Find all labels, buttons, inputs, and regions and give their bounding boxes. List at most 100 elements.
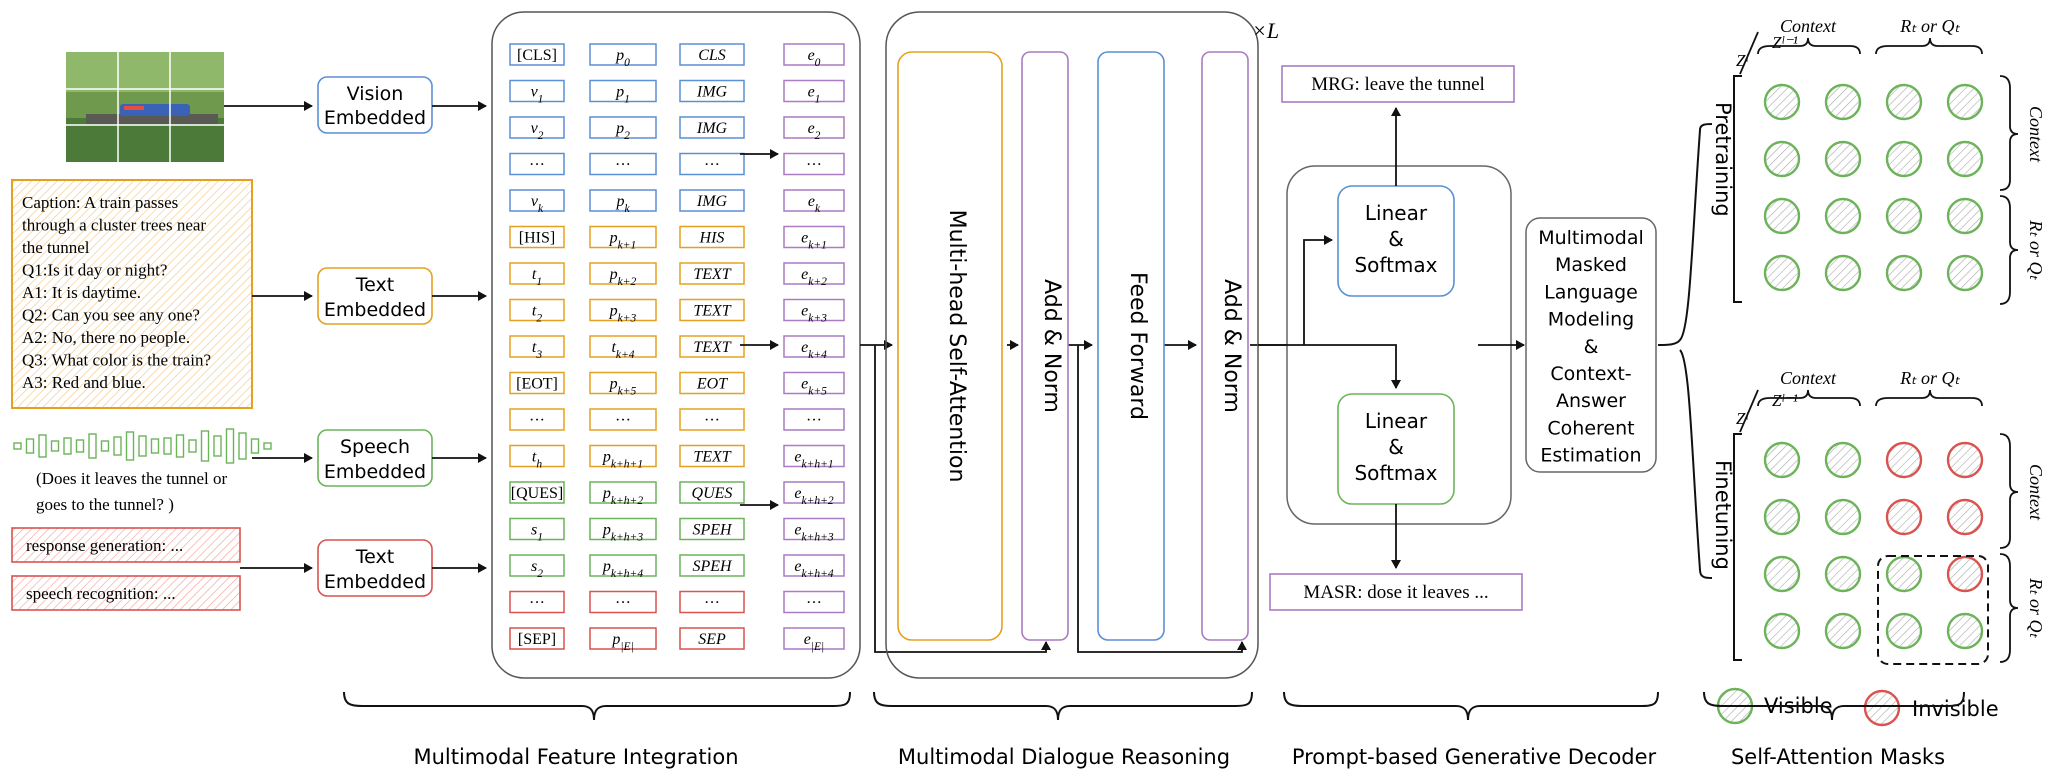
token-box bbox=[783, 371, 845, 395]
text2-label-2: Embedded bbox=[324, 571, 426, 593]
cell-text: IMG bbox=[696, 193, 728, 210]
text-embedded-box-2: Text Embedded bbox=[317, 539, 433, 597]
token-box bbox=[509, 189, 565, 212]
text2-label-1: Text bbox=[355, 546, 394, 568]
token-box bbox=[679, 627, 745, 650]
wave-bar bbox=[138, 435, 147, 457]
cell-text: pk bbox=[615, 193, 630, 215]
cell-text: CLS bbox=[698, 47, 726, 64]
token-box bbox=[509, 43, 565, 66]
cell-text: pk+h+4 bbox=[602, 558, 643, 580]
token-box bbox=[509, 79, 565, 103]
token-box bbox=[679, 79, 745, 103]
token-box bbox=[783, 43, 845, 66]
linear-softmax-top: Linear & Softmax bbox=[1337, 185, 1455, 297]
token-box bbox=[679, 116, 745, 139]
linear-top-2: & bbox=[1388, 227, 1404, 251]
visible-cell bbox=[1763, 555, 1801, 593]
visible-cell bbox=[1885, 555, 1923, 593]
objective-line: Multimodal bbox=[1538, 227, 1644, 249]
vision-label-2: Embedded bbox=[324, 107, 426, 129]
objective-line: Masked bbox=[1555, 254, 1627, 276]
rq-side-brace bbox=[1999, 195, 2019, 305]
wave-bar bbox=[238, 432, 247, 460]
visible-cell bbox=[1824, 197, 1862, 235]
speech-embedded-box: Speech Embedded bbox=[317, 429, 433, 487]
objective-line: Answer bbox=[1556, 390, 1626, 412]
cell-text: ek+h+3 bbox=[794, 522, 834, 544]
token-box bbox=[589, 627, 657, 650]
visible-cell bbox=[1763, 441, 1801, 479]
cell-text: ··· bbox=[529, 157, 545, 174]
z-l-minus-1-label: Zˡ⁻¹ bbox=[1772, 33, 1798, 52]
token-box bbox=[783, 152, 845, 176]
token-box bbox=[589, 43, 657, 66]
visible-cell bbox=[1946, 612, 1984, 650]
context-side-label: Context bbox=[2026, 464, 2046, 521]
feature-row: ············ bbox=[509, 590, 845, 614]
prompt-speech-recognition: speech recognition: ... bbox=[11, 575, 241, 611]
caption-line: Q2: Can you see any one? bbox=[22, 306, 200, 325]
prompt-1-text: response generation: ... bbox=[26, 536, 183, 555]
token-box bbox=[783, 554, 845, 577]
visible-cell bbox=[1824, 498, 1862, 536]
token-box bbox=[509, 481, 565, 504]
cell-text: t2 bbox=[532, 303, 542, 325]
finetuning-bracket bbox=[1733, 433, 1742, 661]
wave-bar bbox=[13, 442, 22, 450]
invisible-cell bbox=[1885, 441, 1923, 479]
caption-line: A3: Red and blue. bbox=[22, 373, 146, 392]
cell-text: p|E| bbox=[611, 631, 633, 653]
text-embedded-box: Text Embedded bbox=[317, 267, 433, 325]
visible-cell bbox=[1824, 612, 1862, 650]
rq-side-brace bbox=[1999, 553, 2019, 663]
cell-text: ··· bbox=[806, 157, 822, 174]
token-box bbox=[509, 590, 565, 614]
linear-bottom-2: & bbox=[1388, 435, 1404, 459]
cell-text: e1 bbox=[808, 84, 821, 106]
wave-bar bbox=[213, 435, 222, 457]
caption-line: Caption: A train passes bbox=[22, 193, 178, 212]
cell-text: [HIS] bbox=[519, 230, 555, 247]
cell-text: ek bbox=[808, 193, 821, 215]
section-label-reasoning: Multimodal Dialogue Reasoning bbox=[898, 745, 1230, 769]
prompt-2-text: speech recognition: ... bbox=[26, 584, 176, 603]
input-arrows bbox=[224, 101, 487, 573]
token-box bbox=[509, 444, 565, 468]
cell-text: p2 bbox=[615, 120, 630, 142]
wave-bar bbox=[188, 439, 197, 453]
visible-cell bbox=[1946, 197, 1984, 235]
vision-label-1: Vision bbox=[347, 83, 404, 105]
wave-bar bbox=[250, 438, 260, 454]
visible-cell bbox=[1885, 197, 1923, 235]
section-label-decoder: Prompt-based Generative Decoder bbox=[1292, 745, 1657, 769]
visible-cell bbox=[1824, 555, 1862, 593]
cell-text: ek+2 bbox=[801, 266, 827, 288]
caption-line: the tunnel bbox=[22, 238, 90, 257]
token-box bbox=[589, 481, 657, 504]
wave-bar bbox=[175, 434, 185, 458]
token-box bbox=[509, 371, 565, 395]
token-box bbox=[589, 79, 657, 103]
answer-region-box bbox=[1877, 555, 1989, 665]
token-box bbox=[589, 335, 657, 358]
cell-text: ··· bbox=[704, 157, 720, 174]
token-box bbox=[783, 627, 845, 650]
wave-bar bbox=[38, 434, 47, 458]
speech-caption-1: (Does it leaves the tunnel or bbox=[36, 469, 228, 488]
speech-label-2: Embedded bbox=[324, 461, 426, 483]
token-box bbox=[589, 554, 657, 577]
vision-embedded-box: Vision Embedded bbox=[317, 76, 433, 134]
cell-text: t1 bbox=[532, 266, 542, 288]
objective-line: Estimation bbox=[1540, 445, 1641, 467]
linear-bottom-3: Softmax bbox=[1354, 461, 1437, 485]
cell-text: p0 bbox=[615, 47, 630, 69]
wave-bar bbox=[225, 428, 235, 464]
caption-line: Q1:Is it day or night? bbox=[22, 261, 167, 280]
